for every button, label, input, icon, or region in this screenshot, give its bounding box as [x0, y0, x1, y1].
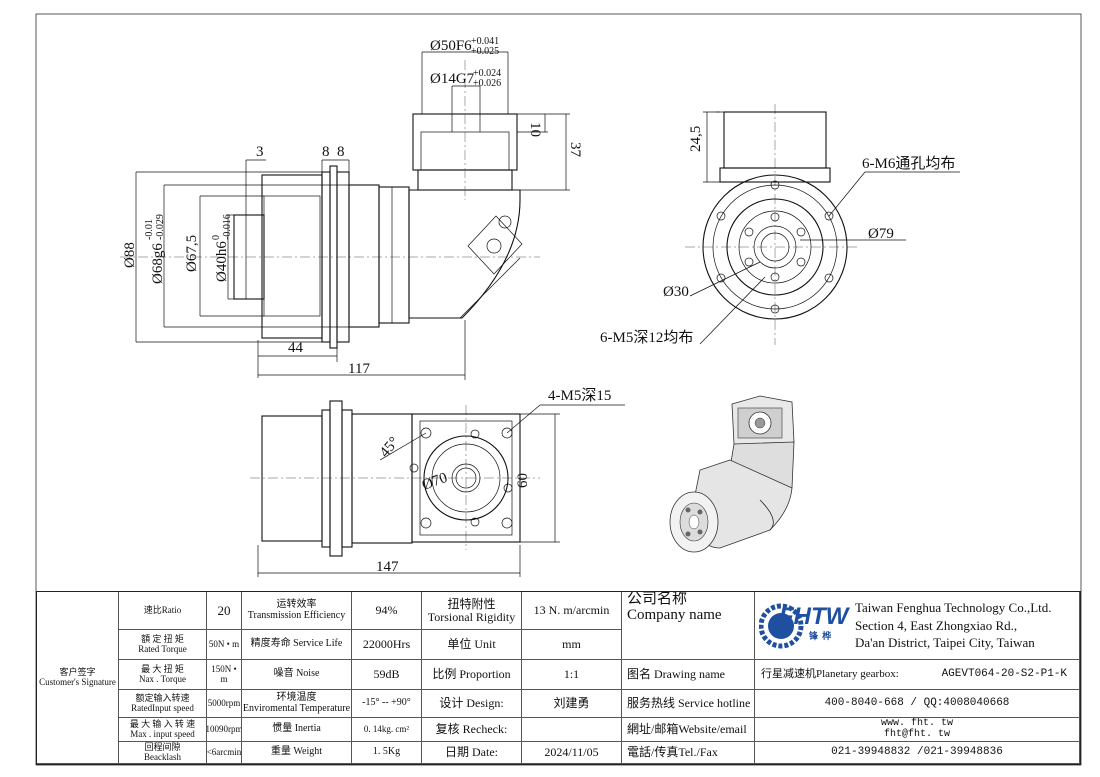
- dim-37: 37: [567, 142, 583, 158]
- dim-dia-14: Ø14G7: [430, 71, 475, 87]
- ratio-value: 20: [207, 592, 242, 630]
- temp-value: -15° -- +90°: [352, 690, 422, 718]
- website-label: 網址/邮箱Website/email: [622, 718, 755, 742]
- dim-angle-45: 45°: [377, 434, 403, 460]
- proportion-value: 1:1: [522, 660, 622, 690]
- noise-label: 噪音 Noise: [242, 660, 352, 690]
- dim-dia-40-tol-up: 0: [211, 235, 222, 240]
- ratio-label: 速比Ratio: [119, 592, 207, 630]
- dim-dia-79: Ø79: [868, 226, 894, 242]
- company-block: FHTW 锋 桦 Taiwan Fenghua Technology Co.,L…: [755, 592, 1080, 660]
- email: fht@fht. tw: [883, 728, 950, 740]
- product-code: AGEVT064-20-S2-P1-K: [941, 667, 1067, 680]
- weight-value: 1. 5Kg: [352, 742, 422, 764]
- dim-dia-40: Ø40h6: [214, 241, 230, 282]
- company-line2: Section 4, East Zhongxiao Rd.,: [855, 617, 1018, 633]
- dim-dia-50-tol-up: +0.041: [471, 36, 499, 47]
- customer-en: Customer's Signature: [39, 676, 116, 687]
- efficiency-value: 94%: [352, 592, 422, 630]
- unit-label: 单位 Unit: [422, 630, 522, 660]
- label-holes-m5-15: 4-M5深15: [548, 387, 611, 404]
- dim-8b: 8: [337, 144, 345, 160]
- inertia-value: 0. 14kg. cm²: [352, 718, 422, 742]
- fhtw-logo: [759, 603, 804, 648]
- dim-dia-14-tol-lo: +0.026: [473, 78, 501, 89]
- recheck-value: [522, 718, 622, 742]
- company-line1: Taiwan Fenghua Technology Co.,Ltd.: [855, 600, 1052, 616]
- design-label: 设计 Design:: [422, 690, 522, 718]
- dim-dia-68-tol-lo: -0.029: [155, 214, 166, 240]
- unit-value: mm: [522, 630, 622, 660]
- weight-label: 重量 Weight: [242, 742, 352, 764]
- bottom-view: [250, 400, 625, 577]
- end-view: [685, 104, 960, 345]
- max-torque-value: 150N • m: [207, 660, 242, 690]
- recheck-label: 复核 Recheck:: [422, 718, 522, 742]
- dim-117: 117: [348, 361, 370, 377]
- dim-dia-30: Ø30: [663, 284, 689, 300]
- noise-value: 59dB: [352, 660, 422, 690]
- tel-value: 021-39948832 /021-39948836: [755, 742, 1080, 764]
- dim-dia-88: Ø88: [122, 242, 138, 268]
- max-speed-value: 10090rpm: [207, 718, 242, 742]
- website-url: www. fht. tw: [880, 718, 953, 729]
- proportion-label: 比例 Proportion: [422, 660, 522, 690]
- rated-torque-value: 50N • m: [207, 630, 242, 660]
- drawing-name-label: 图名 Drawing name: [622, 660, 755, 690]
- company-address: Taiwan Fenghua Technology Co.,Ltd. Secti…: [855, 599, 1052, 652]
- hotline-value: 400-8040-668 / QQ:4008040668: [755, 690, 1080, 718]
- dim-60: 60: [515, 473, 531, 488]
- company-line3: Da'an District, Taipei City, Taiwan: [855, 635, 1035, 651]
- dim-dia-50-tol-lo: +0.025: [471, 46, 499, 57]
- dim-245: 24,5: [688, 126, 704, 152]
- dim-dia-50: Ø50F6: [430, 38, 472, 54]
- customer-cn: 客户签字: [59, 667, 96, 678]
- dim-dia-68-tol-up: -0.01: [144, 219, 155, 240]
- date-label: 日期 Date:: [422, 742, 522, 764]
- label-holes-m6: 6-M6通孔均布: [862, 155, 955, 172]
- logo-sub: 锋 桦: [809, 631, 833, 641]
- website-value: www. fht. tw fht@fht. tw: [755, 718, 1080, 742]
- dim-8a: 8: [322, 144, 330, 160]
- rated-speed-value: 5000rpm: [207, 690, 242, 718]
- product-name: 行星减速机Planetary gearbox:: [761, 667, 899, 680]
- design-value: 刘建勇: [522, 690, 622, 718]
- date-value: 2024/11/05: [522, 742, 622, 764]
- dim-dia-675: Ø67,5: [184, 235, 200, 272]
- label-holes-m5: 6-M5深12均布: [600, 329, 693, 346]
- isometric-view: [669, 395, 795, 553]
- title-block: 客户签字 Customer's Signature 速比Ratio 額 定 扭 …: [36, 591, 1081, 765]
- dim-44: 44: [288, 340, 304, 356]
- life-value: 22000Hrs: [352, 630, 422, 660]
- dim-dia-14-tol-up: +0.024: [473, 68, 501, 79]
- dim-dia-40-tol-lo: -0.016: [222, 214, 233, 240]
- top-view: [120, 51, 570, 380]
- backlash-value: <6arcmin: [207, 742, 242, 764]
- rigidity-value: 13 N. m/arcmin: [522, 592, 622, 630]
- dim-10: 10: [527, 122, 543, 137]
- tel-label: 電話/传真Tel./Fax: [622, 742, 755, 764]
- dim-3: 3: [256, 144, 264, 160]
- logo-wordmark: FHTW: [779, 603, 849, 630]
- dim-147: 147: [376, 559, 399, 575]
- hotline-label: 服务热线 Service hotline: [622, 690, 755, 718]
- drawing-name-value: 行星减速机Planetary gearbox: AGEVT064-20-S2-P…: [755, 660, 1080, 690]
- customer-signature-cell: 客户签字 Customer's Signature: [37, 592, 119, 764]
- life-label: 精度寿命 Service Life: [242, 630, 352, 660]
- inertia-label: 惯量 Inertia: [242, 718, 352, 742]
- sheet-border: [35, 13, 1082, 766]
- dim-dia-68: Ø68g6: [150, 243, 166, 284]
